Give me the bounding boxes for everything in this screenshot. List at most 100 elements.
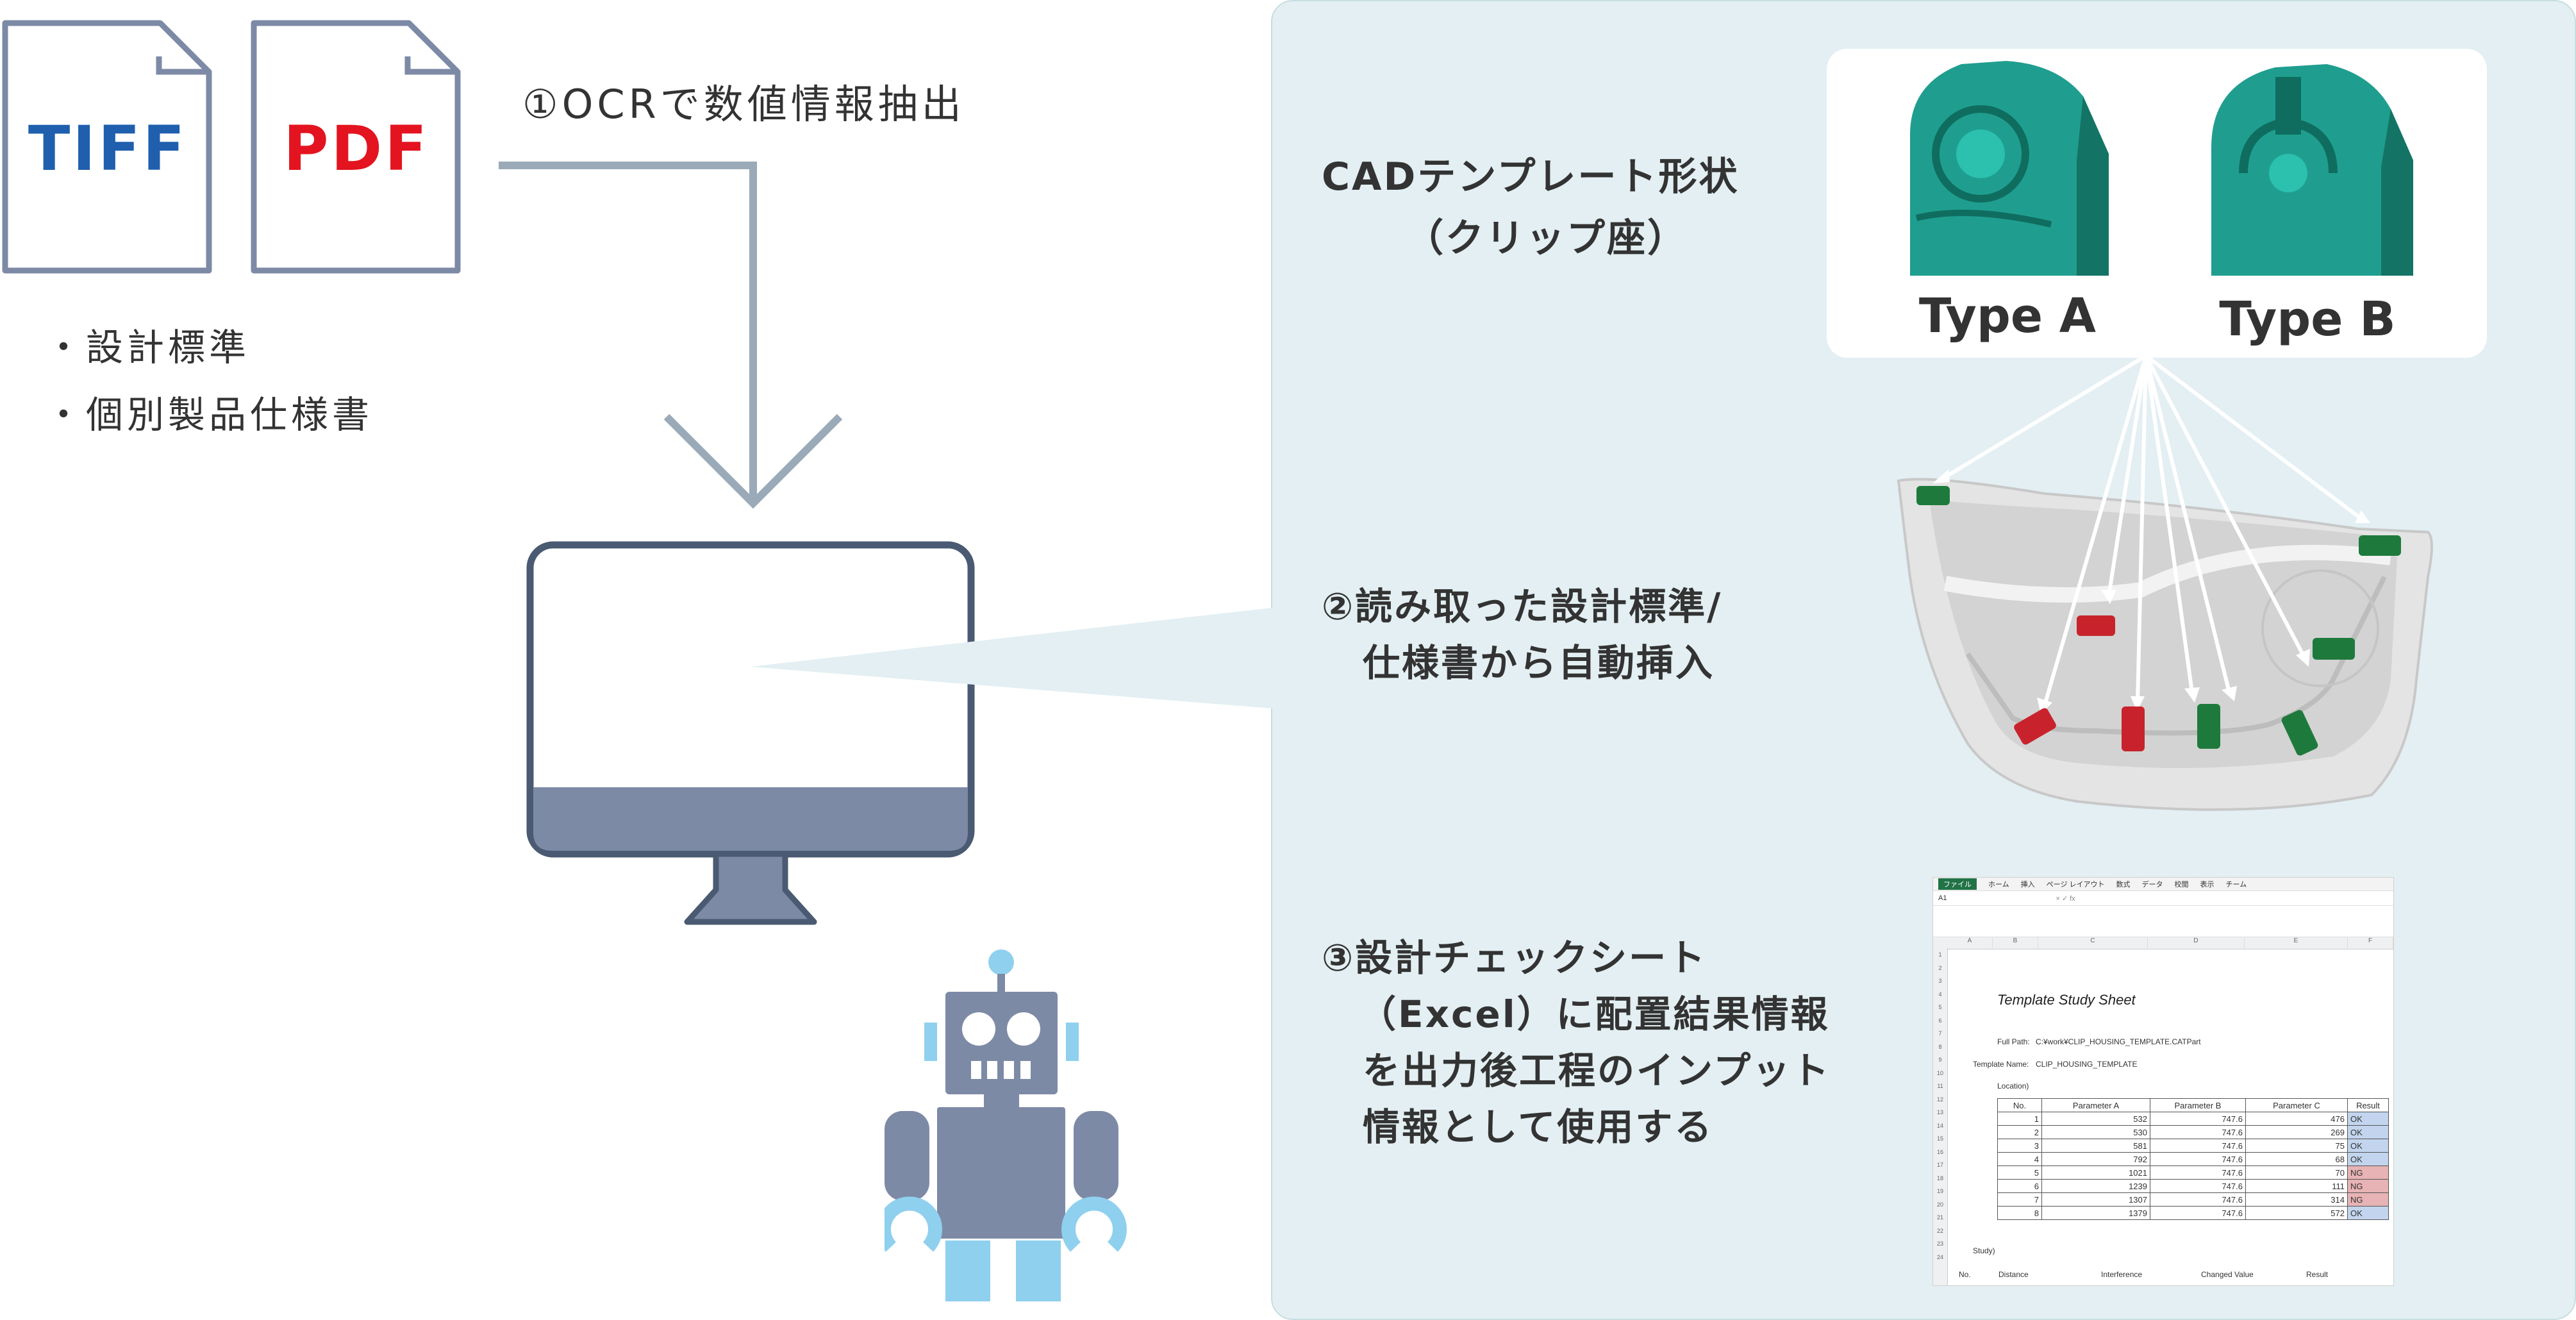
table-row[interactable]: 2 530 747.6 269 OK: [1997, 1125, 2389, 1139]
ribbon-tab[interactable]: データ: [2141, 881, 2163, 889]
table-cell[interactable]: 70: [2245, 1165, 2348, 1180]
formula-bar[interactable]: A1 × ✓ fx: [1933, 891, 2393, 906]
row-headers: 1 2 3 4 5 6 7 8 9 10 11 12 13 14 15 16 1…: [1933, 948, 1948, 1285]
result-cell[interactable]: NG: [2347, 1179, 2389, 1193]
callout-beam: [750, 608, 1272, 708]
step3-line: 情報として使用する: [1363, 1105, 1714, 1149]
row-number: 12: [1936, 1096, 1943, 1103]
row-number: 18: [1936, 1174, 1943, 1182]
result-cell[interactable]: OK: [2347, 1112, 2389, 1126]
result-cell[interactable]: OK: [2347, 1152, 2389, 1166]
ribbon-tab[interactable]: ホーム: [1988, 881, 2009, 889]
result-cell[interactable]: NG: [2347, 1192, 2389, 1207]
column-header: F: [2348, 937, 2393, 949]
table-cell[interactable]: 6: [1997, 1179, 2042, 1193]
table-cell[interactable]: 476: [2245, 1112, 2348, 1126]
result-cell[interactable]: OK: [2347, 1139, 2389, 1153]
ribbon-tab[interactable]: 数式: [2116, 881, 2131, 889]
table-cell[interactable]: 581: [2041, 1139, 2150, 1153]
table-cell[interactable]: 747.6: [2150, 1206, 2246, 1220]
clip-markers: [1916, 486, 2401, 756]
table-cell[interactable]: 747.6: [2150, 1112, 2246, 1126]
table-cell[interactable]: 2: [1997, 1125, 2042, 1139]
pdf-label: PDF: [283, 113, 429, 185]
row-number: 2: [1938, 964, 1942, 971]
pdf-file-icon: [251, 20, 461, 274]
table-row[interactable]: 7 1307 747.6 314 NG: [1997, 1192, 2389, 1207]
ribbon-tab[interactable]: ページ レイアウト: [2046, 881, 2105, 889]
row-number: 22: [1936, 1227, 1943, 1234]
table-cell[interactable]: 8: [1997, 1206, 2042, 1220]
table-cell[interactable]: 68: [2245, 1152, 2348, 1166]
cad-title-line: CADテンプレート形状: [1322, 155, 1740, 199]
table-cell[interactable]: 747.6: [2150, 1125, 2246, 1139]
ribbon-tab[interactable]: 校閲: [2174, 881, 2189, 889]
table-cell[interactable]: 4: [1997, 1152, 2042, 1166]
tiff-file-icon: [2, 20, 212, 274]
table-cell[interactable]: 747.6: [2150, 1139, 2246, 1153]
table-cell[interactable]: 747.6: [2150, 1179, 2246, 1193]
table-row[interactable]: 5 1021 747.6 70 NG: [1997, 1165, 2389, 1180]
table-header: Parameter A: [2041, 1098, 2150, 1112]
row-number: 11: [1937, 1083, 1943, 1089]
table-row[interactable]: 4 792 747.6 68 OK: [1997, 1152, 2389, 1166]
type-a-shape-icon: [1910, 61, 2109, 276]
table-cell[interactable]: 111: [2245, 1179, 2348, 1193]
result-cell[interactable]: OK: [2347, 1206, 2389, 1220]
column-header: C: [2038, 937, 2148, 949]
footer-header: Changed Value: [2201, 1270, 2254, 1279]
table-row[interactable]: 8 1379 747.6 572 OK: [1997, 1206, 2389, 1220]
column-header: A: [1947, 937, 1993, 949]
table-cell[interactable]: 75: [2245, 1139, 2348, 1153]
ribbon-tab[interactable]: 挿入: [2020, 881, 2035, 889]
step3-label: ③設計チェックシート （Excel）に配置結果情報 を出力後工程のインプット 情…: [1322, 930, 1831, 1155]
table-cell[interactable]: 1379: [2041, 1206, 2150, 1220]
table-cell[interactable]: 3: [1997, 1139, 2042, 1153]
table-row[interactable]: 1 532 747.6 476 OK: [1997, 1112, 2389, 1126]
table-cell[interactable]: 747.6: [2150, 1192, 2246, 1207]
row-number: 5: [1938, 1004, 1942, 1010]
table-header: Parameter B: [2150, 1098, 2246, 1112]
table-row[interactable]: 3 581 747.6 75 OK: [1997, 1139, 2389, 1153]
table-cell[interactable]: 572: [2245, 1206, 2348, 1220]
ribbon-tab-file[interactable]: ファイル: [1938, 878, 1977, 890]
row-number: 4: [1938, 990, 1942, 998]
table-cell[interactable]: 747.6: [2150, 1165, 2246, 1180]
door-panel-diagram: [1897, 354, 2433, 811]
ribbon-tab[interactable]: チーム: [2225, 881, 2247, 889]
excel-ribbon: ファイル ホーム 挿入 ページ レイアウト 数式 データ 校閲 表示 チーム: [1933, 878, 2393, 891]
column-header: E: [2245, 937, 2348, 949]
placement-results-table: No. Parameter A Parameter B Parameter C …: [1997, 1098, 2389, 1220]
result-cell[interactable]: NG: [2347, 1165, 2389, 1180]
table-cell[interactable]: 530: [2041, 1125, 2150, 1139]
table-header: No.: [1997, 1098, 2042, 1112]
row-number: 7: [1938, 1030, 1942, 1037]
table-cell[interactable]: 5: [1997, 1165, 2042, 1180]
table-cell[interactable]: 747.6: [2150, 1152, 2246, 1166]
table-cell[interactable]: 1021: [2041, 1165, 2150, 1180]
table-cell[interactable]: 1239: [2041, 1179, 2150, 1193]
result-cell[interactable]: OK: [2347, 1125, 2389, 1139]
row-number: 21: [1936, 1214, 1943, 1221]
table-cell[interactable]: 314: [2245, 1192, 2348, 1207]
table-cell[interactable]: 7: [1997, 1192, 2042, 1207]
footer-header: No.: [1959, 1270, 1971, 1279]
cell-ref[interactable]: A1: [1938, 894, 1947, 902]
step3-line: を出力後工程のインプット: [1363, 1049, 1831, 1092]
template-name-label: Template Name:: [1973, 1060, 2029, 1069]
table-cell[interactable]: 1: [1997, 1112, 2042, 1126]
column-header: B: [1993, 937, 2038, 949]
row-number: 17: [1936, 1162, 1943, 1168]
footer-header: Interference: [2101, 1270, 2143, 1279]
ribbon-tab[interactable]: 表示: [2200, 881, 2215, 889]
table-cell[interactable]: 1307: [2041, 1192, 2150, 1207]
table-cell[interactable]: 532: [2041, 1112, 2150, 1126]
column-headers: A B C D E F: [1933, 937, 2393, 949]
excel-check-sheet: ファイル ホーム 挿入 ページ レイアウト 数式 データ 校閲 表示 チーム A…: [1932, 877, 2394, 1286]
table-row[interactable]: 6 1239 747.6 111 NG: [1997, 1179, 2389, 1193]
type-a-label: Type A: [1918, 288, 2097, 344]
row-number: 13: [1936, 1109, 1943, 1115]
table-cell[interactable]: 269: [2245, 1125, 2348, 1139]
table-cell[interactable]: 792: [2041, 1152, 2150, 1166]
footer-header: Result: [2306, 1270, 2329, 1279]
